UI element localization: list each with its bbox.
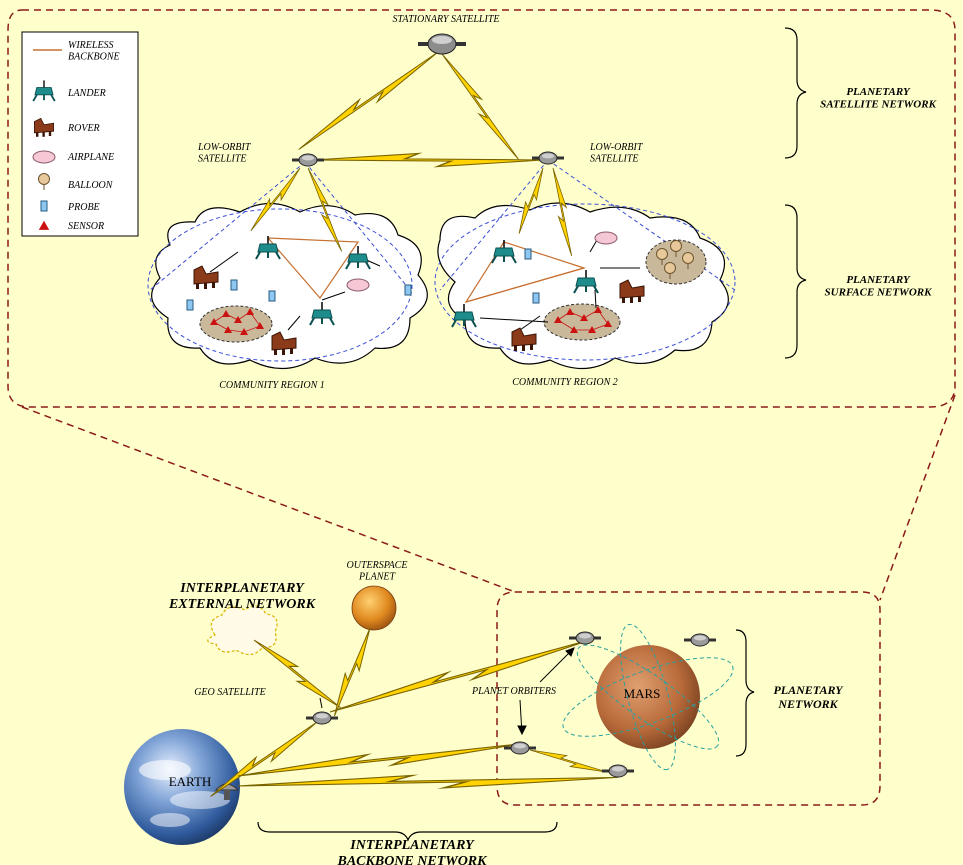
wireless-backbone-lines xyxy=(267,237,587,304)
mars-label: MARS xyxy=(624,686,661,701)
low-orbit-satellite-right xyxy=(531,151,565,165)
outerspace-planet xyxy=(351,585,397,631)
geo-satellite xyxy=(305,711,339,725)
probe-node xyxy=(404,284,412,296)
interplanetary-lightning-links xyxy=(206,625,619,803)
probe-node xyxy=(532,292,540,304)
probe-node xyxy=(230,279,238,291)
planetary-network-border xyxy=(496,591,881,806)
legend-lander: LANDER xyxy=(67,88,106,99)
legend-probe: PROBE xyxy=(67,202,100,213)
brace-surface-network xyxy=(784,204,807,359)
airplane-node xyxy=(594,231,618,245)
legend-airplane: AIRPLANE xyxy=(67,152,114,163)
geo-satellite-label: GEO SATELLITE xyxy=(194,687,266,698)
stationary-satellite xyxy=(417,33,467,55)
planet-orbiter xyxy=(568,631,602,645)
airplane-node xyxy=(346,278,370,292)
planet-orbiter xyxy=(601,764,635,778)
orbiter-pointers xyxy=(319,647,575,736)
community-region-1-label: COMMUNITY REGION 1 xyxy=(219,380,325,391)
low-orbit-satellite-left xyxy=(291,153,325,167)
legend-balloon: BALLOON xyxy=(68,180,114,191)
probe-node xyxy=(186,299,194,311)
sensor-cluster-1 xyxy=(199,305,273,343)
probe-node xyxy=(268,290,276,302)
community-region-2-label: COMMUNITY REGION 2 xyxy=(512,377,618,388)
earth-label: EARTH xyxy=(169,774,212,789)
zoom-line-left xyxy=(21,406,516,593)
planet-orbiter xyxy=(503,741,537,755)
planetary-region-border xyxy=(7,9,956,408)
earth-planet xyxy=(124,729,240,845)
brace-satellite-network xyxy=(784,27,807,159)
zoom-line-right xyxy=(879,394,956,601)
brace-planetary-network xyxy=(735,629,755,757)
brace-backbone-network xyxy=(257,821,558,842)
legend-sensor: SENSOR xyxy=(68,221,104,232)
balloon-cluster xyxy=(645,239,707,285)
link-lines xyxy=(209,239,640,331)
planet-orbiter xyxy=(683,633,717,647)
probe-node xyxy=(524,248,532,260)
probe-icon xyxy=(40,200,48,212)
airplane-icon xyxy=(32,150,56,164)
planet-orbiters-label: PLANET ORBITERS xyxy=(471,686,556,697)
mars-planet xyxy=(562,623,734,771)
external-network-cloud xyxy=(207,605,278,656)
legend-rover: ROVER xyxy=(67,123,100,134)
sensor-cluster-2 xyxy=(543,303,621,341)
stationary-satellite-label: STATIONARY SATELLITE xyxy=(393,14,500,25)
